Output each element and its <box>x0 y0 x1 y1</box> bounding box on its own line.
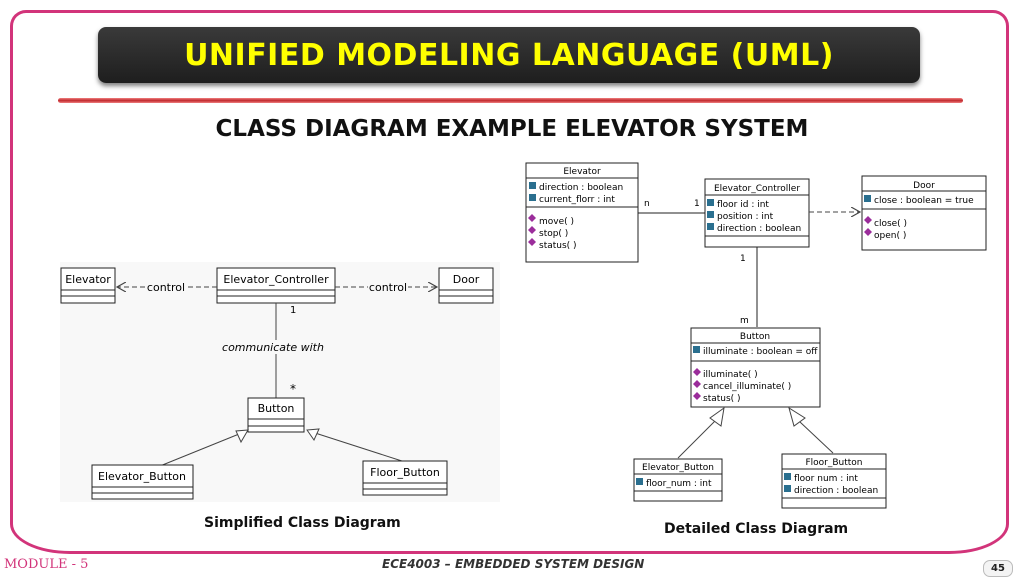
page-number: 45 <box>983 560 1013 577</box>
communicate-label: communicate with <box>222 341 324 354</box>
operation-icon <box>864 228 872 236</box>
simple-mult-one: 1 <box>290 305 296 316</box>
gen-line-floor-button <box>311 431 406 463</box>
attribute-icon <box>864 195 871 202</box>
detail-gen-elevator-button <box>677 419 717 459</box>
operation-icon <box>693 392 701 400</box>
detail-floor-button-class: Floor_Button floor num : int direction :… <box>781 453 887 509</box>
title-bar: UNIFIED MODELING LANGUAGE (UML) <box>98 27 920 83</box>
detail-floor-button-name: Floor_Button <box>805 458 862 468</box>
simple-button-name: Button <box>258 402 295 415</box>
simple-controller-class: Elevator_Controller <box>216 267 336 304</box>
detail-elevator-button-name: Elevator_Button <box>642 463 714 473</box>
slide-frame <box>10 10 1009 554</box>
detail-button-op-2: status( ) <box>703 394 741 404</box>
detail-button-class: Button illuminate : boolean = off illumi… <box>690 327 821 408</box>
attribute-icon <box>784 485 791 492</box>
slide-subtitle: CLASS DIAGRAM EXAMPLE ELEVATOR SYSTEM <box>215 116 809 142</box>
title-divider <box>58 98 963 103</box>
module-label: MODULE - 5 <box>4 557 89 572</box>
attribute-icon <box>707 199 714 206</box>
detail-elevator-op-1: stop( ) <box>539 229 568 239</box>
detail-floor-button-attr-0: floor num : int <box>794 474 858 484</box>
operation-icon <box>528 214 536 222</box>
simple-elevator-button-class: Elevator_Button <box>91 464 194 500</box>
simple-elevator-name: Elevator <box>65 273 111 286</box>
detail-door-name: Door <box>913 181 935 191</box>
attribute-icon <box>693 346 700 353</box>
simple-door-class: Door <box>438 267 494 304</box>
control-label-right: control <box>369 281 407 294</box>
detail-mult-n: n <box>644 199 650 209</box>
operation-icon <box>693 380 701 388</box>
detail-gen-floor-button <box>799 421 834 454</box>
detail-controller-attr-1: position : int <box>717 212 774 222</box>
simplified-caption: Simplified Class Diagram <box>204 515 401 531</box>
simple-floor-button-name: Floor_Button <box>370 466 440 479</box>
simple-button-class: Button <box>247 397 305 433</box>
operation-icon <box>693 368 701 376</box>
detail-button-op-0: illuminate( ) <box>703 370 758 380</box>
simple-controller-name: Elevator_Controller <box>223 273 329 286</box>
attribute-icon <box>784 473 791 480</box>
detail-elevator-button-attr-0: floor_num : int <box>646 479 712 489</box>
simple-elevator-class: Elevator <box>60 267 116 304</box>
operation-icon <box>528 238 536 246</box>
detail-controller-class: Elevator_Controller floor id : int posit… <box>704 178 810 248</box>
detail-controller-name: Elevator_Controller <box>714 184 800 194</box>
page-title: UNIFIED MODELING LANGUAGE (UML) <box>184 37 834 73</box>
detail-elevator-name: Elevator <box>563 167 601 177</box>
operation-icon <box>864 216 872 224</box>
detail-elevator-attr-1: current_florr : int <box>539 195 615 205</box>
detail-elevator-op-0: move( ) <box>539 217 574 227</box>
detailed-caption: Detailed Class Diagram <box>664 521 849 537</box>
detail-door-op-1: open( ) <box>874 231 906 241</box>
attribute-icon <box>707 223 714 230</box>
detail-door-class: Door close : boolean = true close( ) ope… <box>861 175 987 251</box>
simple-mult-many: * <box>290 382 296 396</box>
detail-mult-one-a: 1 <box>694 199 700 209</box>
attribute-icon <box>529 182 536 189</box>
course-label: ECE4003 – EMBEDDED SYSTEM DESIGN <box>382 557 645 571</box>
detail-elevator-attr-0: direction : boolean <box>539 183 623 193</box>
detail-controller-attr-2: direction : boolean <box>717 224 801 234</box>
detail-controller-attr-0: floor id : int <box>717 200 769 210</box>
detail-door-op-0: close( ) <box>874 219 907 229</box>
detail-elevator-class: Elevator direction : boolean current_flo… <box>525 162 639 263</box>
detailed-diagram: Elevator direction : boolean current_flo… <box>525 162 987 509</box>
attribute-icon <box>636 478 643 485</box>
simple-elevator-button-name: Elevator_Button <box>98 470 186 483</box>
detail-elevator-button-class: Elevator_Button floor_num : int <box>633 458 723 502</box>
control-label-left: control <box>147 281 185 294</box>
simple-floor-button-class: Floor_Button <box>362 460 448 496</box>
detail-mult-m: m <box>740 316 749 326</box>
attribute-icon <box>529 194 536 201</box>
detail-button-op-1: cancel_illuminate( ) <box>703 382 791 392</box>
detail-button-attr-0: illuminate : boolean = off <box>703 347 818 357</box>
detail-elevator-op-2: status( ) <box>539 241 577 251</box>
gen-line-elevator-button <box>159 431 245 467</box>
detail-button-name: Button <box>740 332 770 342</box>
detail-mult-one-b: 1 <box>740 254 746 264</box>
operation-icon <box>528 226 536 234</box>
detail-floor-button-attr-1: direction : boolean <box>794 486 878 496</box>
attribute-icon <box>707 211 714 218</box>
detail-door-attr-0: close : boolean = true <box>874 196 974 206</box>
simple-door-name: Door <box>453 273 480 286</box>
simplified-diagram: Elevator Elevator_Controller Door contro… <box>60 262 500 502</box>
